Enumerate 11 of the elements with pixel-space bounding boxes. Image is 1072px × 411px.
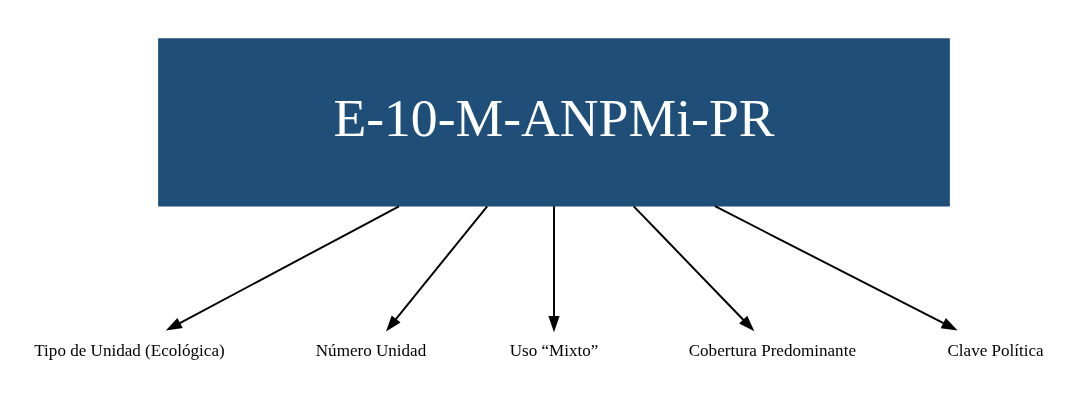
arrow (385, 204, 489, 331)
node-text: Cobertura Predominante (688, 340, 856, 360)
arrow (165, 204, 400, 331)
arrow (548, 204, 560, 332)
arrow (714, 204, 958, 330)
node-text: Tipo de Unidad (Ecológica) (34, 340, 225, 360)
node-text: Uso “Mixto” (509, 340, 599, 360)
node-text: Número Unidad (315, 340, 427, 360)
node-text: Clave Política (947, 340, 1044, 360)
node-box: E-10-M-ANPMi-PR (158, 37, 950, 207)
arrow (632, 204, 755, 331)
